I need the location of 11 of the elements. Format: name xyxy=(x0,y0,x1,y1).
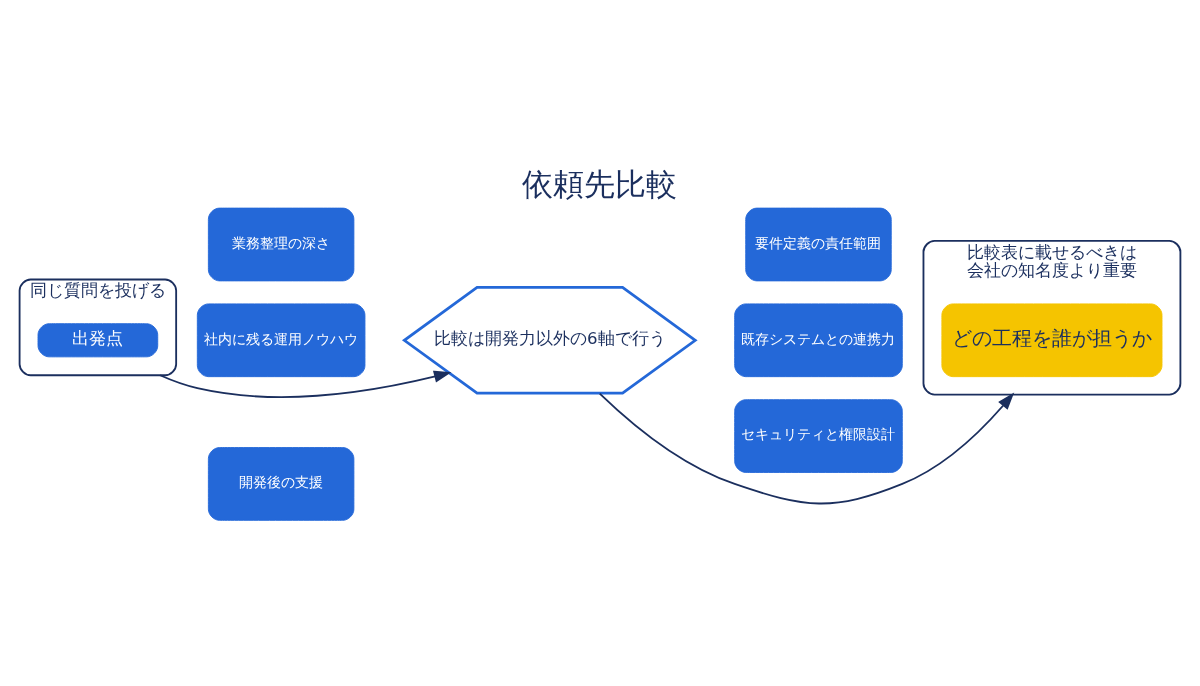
node-box: 開発後の支援 xyxy=(207,446,355,521)
arrow xyxy=(159,370,452,398)
node-box: セキュリティと権限設計 xyxy=(734,398,903,473)
node-box: 業務整理の深さ xyxy=(207,207,355,281)
node-box: 社内に残る運用ノウハウ xyxy=(196,302,366,377)
node-box: 既存システムとの連携力 xyxy=(734,302,903,377)
arrow xyxy=(598,392,1015,504)
node-box: どの工程を誰が担うか xyxy=(941,302,1163,377)
node-box: 出発点 xyxy=(37,322,159,357)
node-box: 要件定義の責任範囲 xyxy=(745,207,892,281)
diagram-title: 依頼先比較 xyxy=(522,165,678,202)
